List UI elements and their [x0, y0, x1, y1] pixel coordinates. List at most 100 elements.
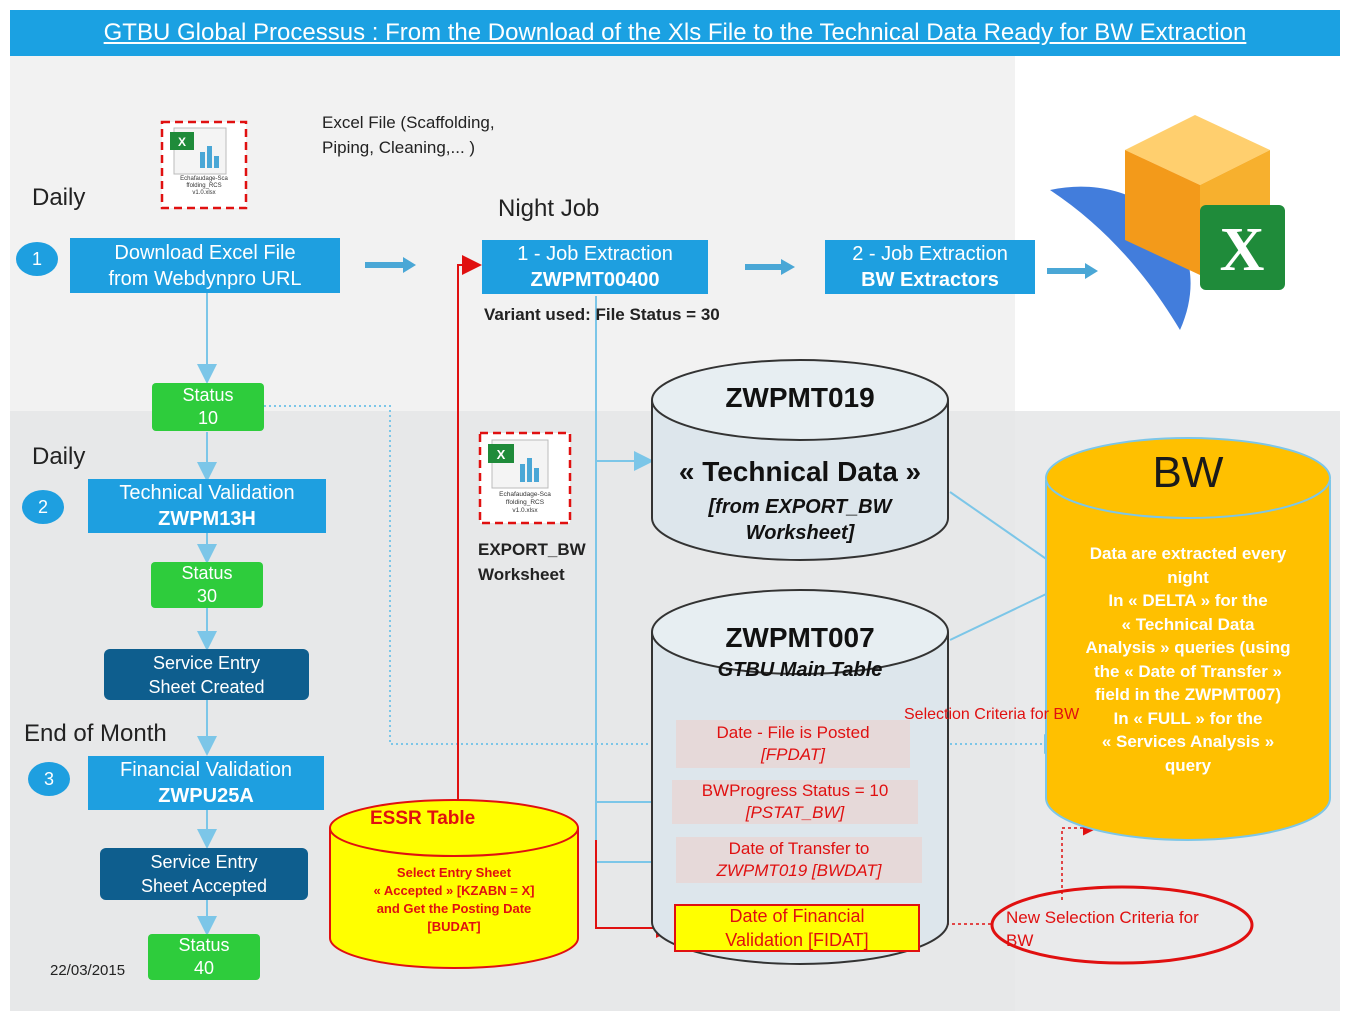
zwpmt007-title: ZWPMT007 [725, 622, 875, 653]
svg-text:X: X [497, 447, 506, 462]
row-line: Date - File is Posted [716, 723, 870, 742]
zwpmt019-desc: « Technical Data » [678, 456, 922, 487]
row-line: [FPDAT] [761, 745, 825, 764]
job-line: ZWPMT00400 [530, 269, 660, 291]
job-extraction-2-box: 2 - Job Extraction BW Extractors [825, 240, 1035, 294]
bw-line: query [1164, 755, 1212, 775]
step-line: ZWPM13H [158, 508, 256, 530]
service-line: Sheet Created [148, 676, 265, 697]
new-selection-ellipse [990, 885, 1254, 965]
essr-line: and Get the Posting Date [376, 901, 532, 916]
step-1-badge: 1 [16, 242, 58, 276]
essr-cylinder-shape [329, 799, 579, 969]
bw-description: Data are extracted every night In « DELT… [1056, 542, 1320, 777]
date-label: 22/03/2015 [50, 962, 126, 979]
table-row-pstat-bw: BWProgress Status = 10 [PSTAT_BW] [672, 780, 918, 824]
job-extraction-1-box: 1 - Job Extraction ZWPMT00400 [482, 240, 708, 294]
step-line: ZWPU25A [158, 785, 254, 807]
step-2-badge: 2 [22, 490, 64, 524]
daily-label-2: Daily [32, 443, 86, 470]
diagram-title: GTBU Global Processus : From the Downloa… [103, 19, 1247, 46]
row-line: BWProgress Status = 10 [701, 781, 889, 800]
excel-file-icon-2: X [478, 431, 572, 525]
variant-used-label: Variant used: File Status = 30 [484, 305, 720, 324]
file-caption-line: Echafaudage-Sca [499, 491, 551, 498]
service-line: Service Entry [152, 652, 261, 673]
daily-zone-background [10, 56, 1015, 411]
row-line: Date of Financial [729, 906, 865, 926]
zwpmt007-desc: GTBU Main Table [717, 659, 883, 681]
bw-line: « Services Analysis » [1101, 732, 1275, 751]
bw-line: In « FULL » for the [1113, 708, 1263, 728]
step-line: Technical Validation [119, 482, 295, 504]
job-line: 2 - Job Extraction [852, 243, 1008, 265]
essr-line: « Accepted » [KZABN = X] [373, 883, 535, 898]
row-line: Validation [FIDAT] [725, 930, 869, 950]
export-bw-line: Worksheet [478, 565, 565, 584]
service-line: Sheet Accepted [140, 876, 268, 896]
excel-note-line: Excel File (Scaffolding, [322, 113, 495, 132]
zwpmt019-source-line: [from EXPORT_BW [708, 496, 892, 518]
bw-line: the « Date of Transfer » [1093, 661, 1282, 681]
step-line: Financial Validation [120, 759, 292, 781]
new-selection-line: BW [1006, 931, 1034, 950]
end-of-month-label: End of Month [24, 720, 167, 747]
technical-validation-step: Technical Validation ZWPM13H [88, 479, 326, 533]
row-line: [PSTAT_BW] [745, 803, 845, 822]
essr-table-desc: Select Entry Sheet « Accepted » [KZABN =… [334, 864, 574, 936]
table-row-fidat: Date of Financial Validation [FIDAT] [674, 904, 920, 952]
file-caption-line: ffolding_RCS [505, 499, 545, 506]
status-line: Status [182, 385, 234, 405]
status-line: Status [181, 563, 233, 583]
status-30-badge: Status 30 [151, 562, 263, 608]
file-caption-line: v1.0.xlsx [192, 190, 216, 196]
selection-criteria-label: Selection Criteria for BW [904, 706, 1080, 723]
svg-text:X: X [178, 135, 186, 149]
service-line: Service Entry [150, 852, 258, 872]
row-line: Date of Transfer to [728, 839, 870, 858]
new-selection-criteria-label: New Selection Criteria for BW [1006, 906, 1246, 952]
essr-line: Select Entry Sheet [396, 865, 512, 880]
zwpmt019-cylinder-shape [651, 359, 949, 561]
bw-title: BW [1152, 448, 1224, 497]
status-10-badge: Status 10 [152, 383, 264, 431]
step-line: Download Excel File [114, 241, 296, 264]
table-row-bwdat: Date of Transfer to ZWPMT019 [BWDAT] [676, 837, 922, 883]
export-bw-line: EXPORT_BW [478, 540, 586, 559]
excel-note-line: Piping, Cleaning,... ) [322, 138, 476, 157]
file-caption-line: ffolding_RCS [186, 183, 222, 189]
essr-line: [BUDAT] [427, 919, 481, 934]
status-line: 40 [193, 958, 215, 978]
bw-line: field in the ZWPMT007) [1094, 685, 1282, 704]
file-icon-caption-2: Echafaudage-Sca ffolding_RCS v1.0.xlsx [482, 491, 568, 515]
step-3-badge: 3 [28, 762, 70, 796]
night-job-label: Night Job [498, 195, 600, 222]
status-line: Status [178, 935, 230, 955]
bw-line: night [1167, 567, 1209, 587]
status-line: 30 [196, 586, 218, 606]
zwpmt019-title: ZWPMT019 [725, 382, 875, 413]
download-excel-step: Download Excel File from Webdynpro URL [70, 238, 340, 293]
file-caption-line: Echafaudage-Sca [180, 176, 228, 182]
status-line: 10 [197, 408, 219, 428]
status-40-badge: Status 40 [148, 934, 260, 980]
bw-line: « Technical Data [1121, 614, 1255, 634]
bw-cylinder-shape [1045, 437, 1331, 841]
excel-file-note: Excel File (Scaffolding, Piping, Cleanin… [322, 110, 495, 160]
daily-label-1: Daily [32, 184, 86, 211]
bw-line: Data are extracted every [1089, 544, 1287, 563]
excel-cube-logo: X [1050, 115, 1285, 330]
zwpmt019-source-line: Worksheet] [745, 522, 855, 544]
row-line: ZWPMT019 [BWDAT] [716, 861, 882, 880]
table-row-fpdat: Date - File is Posted [FPDAT] [676, 720, 910, 768]
file-icon-caption-1: Echafaudage-Sca ffolding_RCS v1.0.xlsx [164, 176, 244, 197]
job-line: 1 - Job Extraction [517, 243, 673, 265]
service-entry-created-box: Service Entry Sheet Created [104, 649, 309, 700]
step-line: from Webdynpro URL [108, 267, 302, 290]
new-selection-line: New Selection Criteria for [1006, 908, 1199, 927]
financial-validation-step: Financial Validation ZWPU25A [88, 756, 324, 810]
job-line: BW Extractors [861, 269, 999, 291]
essr-table-title: ESSR Table [370, 808, 476, 829]
service-entry-accepted-box: Service Entry Sheet Accepted [100, 848, 308, 900]
